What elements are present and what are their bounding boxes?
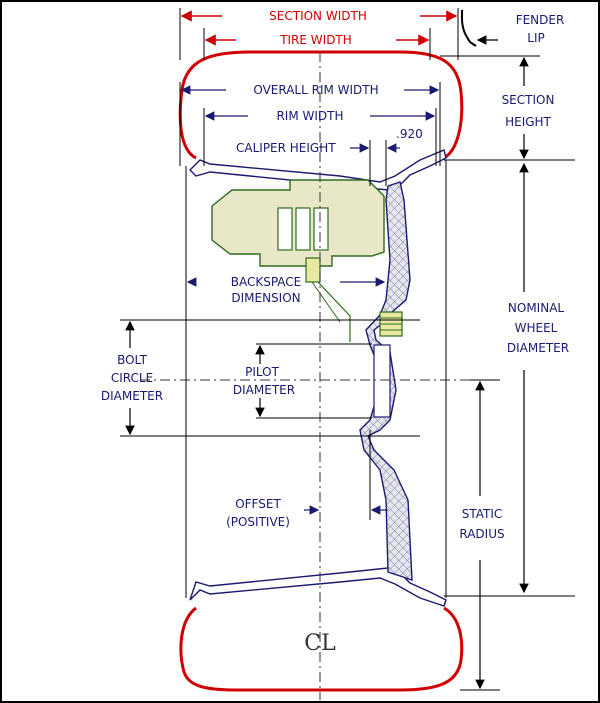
label-overall-rim-width: OVERALL RIM WIDTH [253, 83, 378, 97]
label-bolt-1: BOLT [117, 353, 148, 367]
label-pilot-1: PILOT [245, 365, 279, 379]
label-920: .920 [396, 127, 423, 141]
tire-bottom [179, 606, 464, 692]
fender-lip-shape [461, 10, 477, 47]
label-section-width: SECTION WIDTH [269, 9, 367, 23]
label-caliper-height: CALIPER HEIGHT [236, 141, 336, 155]
pilot-bore [373, 344, 391, 418]
label-offset-1: OFFSET [235, 497, 281, 511]
label-static-2: RADIUS [459, 527, 504, 541]
label-centerline: CL [304, 631, 336, 656]
label-static-1: STATIC [462, 507, 503, 521]
rim-bottom-outline [189, 567, 447, 607]
label-bolt-3: DIAMETER [101, 389, 163, 403]
label-backspace-2: DIMENSION [231, 291, 300, 305]
label-rim-width: RIM WIDTH [276, 109, 343, 123]
label-backspace-1: BACKSPACE [231, 275, 302, 289]
label-fender-lip-2: LIP [527, 31, 544, 45]
label-fender-lip-1: FENDER [516, 13, 565, 27]
label-nominal-3: DIAMETER [507, 341, 569, 355]
label-tire-width: TIRE WIDTH [279, 33, 352, 47]
label-section-height-1: SECTION [502, 93, 555, 107]
label-nominal-2: WHEEL [515, 321, 558, 335]
label-section-height-2: HEIGHT [505, 115, 551, 129]
label-bolt-2: CIRCLE [111, 371, 153, 385]
label-offset-2: (POSITIVE) [226, 515, 290, 529]
label-nominal-1: NOMINAL [508, 301, 565, 315]
label-pilot-2: DIAMETER [233, 383, 295, 397]
